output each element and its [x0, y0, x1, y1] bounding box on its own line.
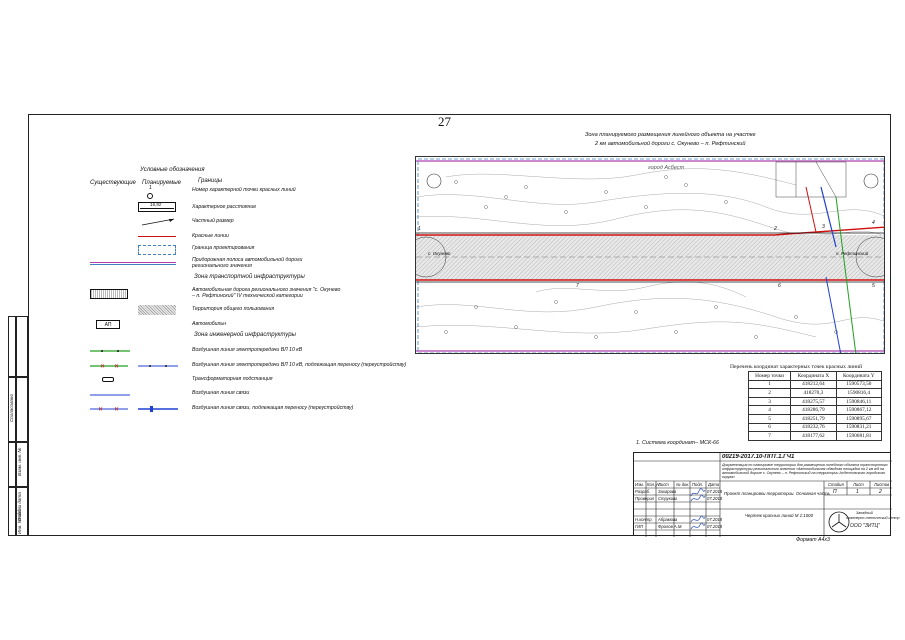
- legend-heading: Условные обозначения: [140, 167, 205, 173]
- signature-icon: [690, 494, 706, 502]
- org-line1: Западный: [856, 511, 873, 515]
- road-right-label: п. Рефтинский: [836, 251, 869, 256]
- coords-header: Координата Y: [835, 371, 883, 381]
- side-stamp: Согласовано Взам. инв. № Подп. и дата Ин…: [8, 316, 28, 536]
- stage-value: П: [833, 489, 837, 495]
- site-plan-drawing: [416, 158, 884, 353]
- role-chief-engineer: ГИП: [635, 524, 644, 529]
- legend-item-label: Частный размер: [192, 218, 234, 224]
- legend-item-label: Граница проектирования: [192, 245, 255, 251]
- place-label: город Асбест: [648, 165, 685, 171]
- legend-item-label: Красные линии: [192, 233, 229, 239]
- role-checker: Проверил: [635, 496, 655, 501]
- legend-item-label: Воздушная линия электропередачи ВЛ 10 кВ…: [192, 362, 407, 368]
- legend-item-label: Автомобильная дорога регионального значе…: [192, 287, 341, 300]
- legend-item-label: Воздушная линия связи, подлежащая перено…: [192, 405, 354, 411]
- point-circle-icon: [147, 193, 153, 199]
- drawing-frame: [28, 114, 891, 536]
- road-left-label: с. Окунево: [428, 251, 451, 256]
- doc-code: 00219-2017.10-ППТ.1.ГЧ1: [722, 454, 795, 460]
- comm-line-relocate-icon: ✕✕: [90, 406, 178, 413]
- bus-stop-icon: АП: [96, 320, 120, 329]
- road-existing-icon: [90, 289, 128, 299]
- project-title: Проект планировки территории. Основная ч…: [724, 491, 830, 496]
- svg-text:✕: ✕: [114, 364, 119, 369]
- legend-item-label: Территория общего пользования: [192, 306, 275, 312]
- legend-col-existing: Существующие: [90, 180, 136, 186]
- coords-caption: Перечень координат характерных точек кра…: [730, 364, 863, 370]
- comm-line-icon: [90, 394, 130, 396]
- site-plan-map: город Асбест с. Окунево п. Рефтинский 1 …: [415, 156, 885, 354]
- legend-item-label: Трансформаторная подстанция: [192, 376, 273, 382]
- map-title-line1: Зона планируемого размещения линейного о…: [585, 132, 756, 138]
- point-label-4: 4: [872, 220, 875, 226]
- legend-col-planned: Планируемые: [142, 180, 181, 186]
- design-border-icon: [138, 245, 176, 255]
- legend-item-label: Придорожная полоса автомобильной дороги …: [192, 257, 303, 270]
- doc-description: Документация по планировке территории дл…: [722, 463, 888, 480]
- org-line2: инженерно-технический центр: [846, 516, 900, 520]
- coords-header: Координата X: [790, 371, 837, 381]
- legend-item-label: Воздушная линия электропередачи ВЛ 10 кВ: [192, 347, 303, 353]
- map-title-line2: 2 км автомобильной дороги с. Окунево – п…: [595, 141, 746, 147]
- legend-item-label: Номер характерной точки красных линий: [192, 187, 296, 193]
- legend-col-borders: Границы: [198, 178, 223, 184]
- signature-icon: [690, 515, 706, 523]
- legend-item-label: Характерное расстояние: [192, 204, 257, 210]
- power-line-icon: [90, 350, 130, 352]
- point-number-symbol: 1: [149, 185, 152, 191]
- legend-item-label: Автомобильн: [192, 321, 227, 327]
- role-norm-control: Н.контр.: [635, 517, 653, 522]
- point-label-2: 2: [774, 226, 777, 232]
- svg-text:✕: ✕: [100, 364, 105, 369]
- svg-text:✕: ✕: [114, 407, 119, 413]
- coords-header: Номер точки: [747, 371, 792, 381]
- paper-format: Формат А4х3: [796, 537, 830, 543]
- page-number: 27: [438, 114, 451, 129]
- svg-text:✕: ✕: [98, 407, 103, 413]
- roadside-strip-icon: [90, 262, 176, 263]
- legend-item-label: Воздушная линия связи: [192, 390, 250, 396]
- dimension-arrow-icon: [141, 218, 175, 226]
- point-label-7: 7: [576, 283, 579, 289]
- legend: Условные обозначения Существующие Планир…: [90, 165, 420, 425]
- point-label-1: 1: [418, 226, 421, 232]
- transformer-icon: [102, 377, 114, 382]
- distance-box-icon: [138, 202, 176, 212]
- side-label-inv: Инв. № подл.: [17, 505, 22, 534]
- coord-system-note: 1. Система координат– МСК-66: [636, 440, 720, 446]
- org-name: ООО "ЗИТЦ": [850, 523, 880, 529]
- side-label-replaced: Взам. инв. №: [17, 447, 22, 476]
- company-logo-icon: [828, 511, 850, 533]
- red-line-icon: [138, 236, 176, 237]
- signature-icon: [690, 488, 706, 497]
- point-label-3: 3: [822, 224, 825, 230]
- distance-symbol: 16,92: [150, 202, 162, 207]
- point-label-5: 5: [872, 283, 875, 289]
- role-developer: Разраб.: [635, 489, 651, 494]
- transport-heading: Зона транспортной инфраструктуры: [194, 274, 305, 280]
- sheets-value: 2: [879, 489, 882, 495]
- power-line-relocate-icon: ✕✕: [90, 364, 178, 369]
- sheet-title: Чертеж красных линий М 1:1000: [744, 513, 814, 518]
- common-territory-icon: [138, 305, 176, 315]
- title-block: 00219-2017.10-ППТ.1.ГЧ1 Документация по …: [633, 452, 900, 537]
- side-label-agreed: Согласовано: [9, 393, 14, 422]
- engineering-heading: Зона инженерной инфраструктуры: [194, 332, 296, 338]
- signature-icon: [690, 522, 706, 530]
- sheet-value: 1: [856, 489, 859, 495]
- point-label-6: 6: [778, 283, 781, 289]
